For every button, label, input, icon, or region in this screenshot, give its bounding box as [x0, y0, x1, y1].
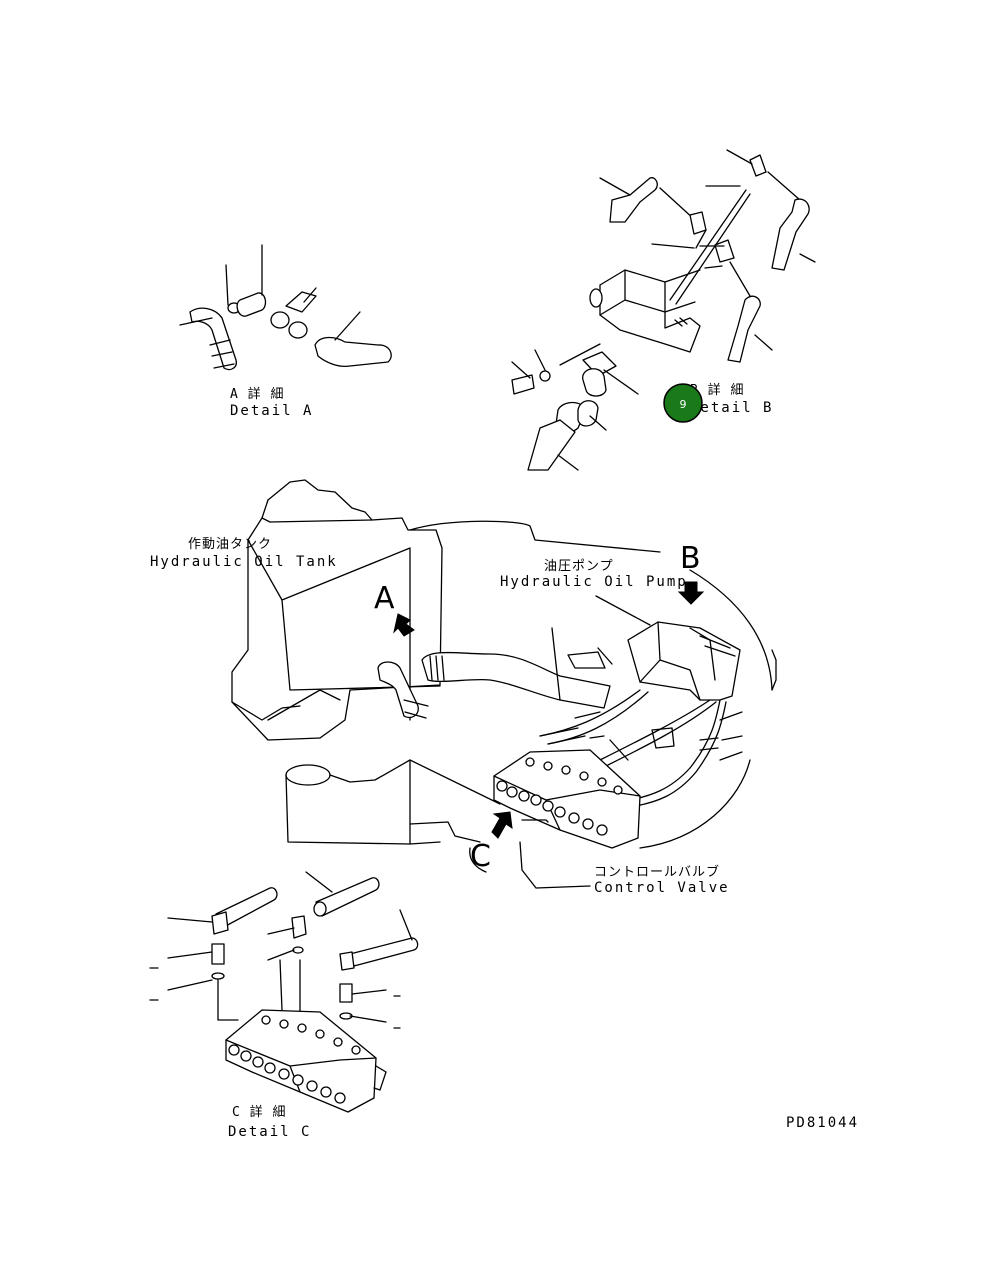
pump-label-jp: 油圧ポンプ — [544, 559, 614, 574]
callout-number: 9 — [680, 398, 687, 411]
part-callout-marker[interactable]: 9 — [663, 383, 703, 423]
main-assembly-drawing: A B C — [231, 479, 777, 889]
tank-label-jp: 作動油タンク — [188, 537, 272, 552]
view-letter-b: B — [680, 541, 701, 576]
detail-a-title-jp: A 詳 細 — [230, 386, 284, 402]
pump-label-en: Hydraulic Oil Pump — [500, 574, 688, 590]
detail-c-title-jp: C 詳 細 — [232, 1104, 286, 1120]
tank-label-en: Hydraulic Oil Tank — [150, 554, 338, 570]
detail-b-drawing: B 詳 細 Detail B — [511, 149, 816, 471]
detail-c-title-en: Detail C — [228, 1124, 311, 1140]
valve-label-jp: コントロールバルブ — [594, 864, 720, 880]
view-letter-c: C — [470, 839, 491, 874]
detail-a-drawing: A 詳 細 Detail A — [179, 244, 392, 419]
drawing-number: PD81044 — [786, 1115, 859, 1131]
detail-c-drawing: C 詳 細 Detail C — [149, 871, 419, 1140]
view-letter-a: A — [374, 581, 395, 616]
detail-a-title-en: Detail A — [230, 403, 313, 419]
detail-b-title-en: Detail B — [690, 400, 773, 416]
detail-b-title-jp: B 詳 細 — [690, 382, 744, 398]
valve-label-en: Control Valve — [594, 880, 730, 896]
